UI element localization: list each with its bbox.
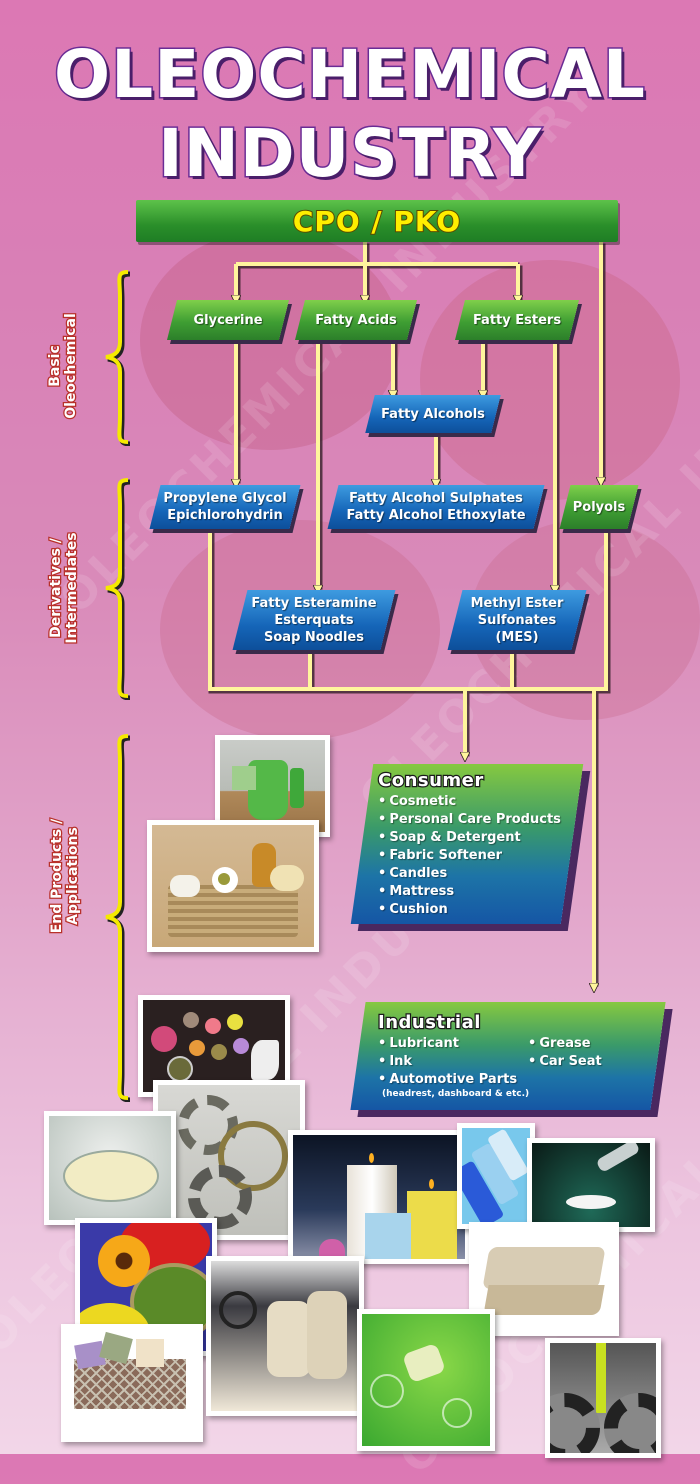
industrial-heading: Industrial	[377, 1011, 482, 1035]
node-label-line: (MES)	[495, 629, 539, 645]
industrial-item: Ink	[378, 1053, 528, 1071]
node-label: Fatty Acids	[315, 312, 397, 328]
stage-label-line: Basic	[46, 344, 65, 388]
brace-end-products-icon	[105, 734, 131, 1102]
node-label: Propylene Glycol Epichlorohydrin	[163, 490, 286, 524]
stage-label-line: Intermediates	[63, 531, 82, 645]
node-polyols: Polyols	[559, 485, 639, 529]
node-fatty-esteramine: Fatty Esteramine Esterquats Soap Noodles	[232, 590, 396, 650]
brace-basic-icon	[105, 270, 131, 446]
stage-label-line: Oleochemical	[62, 312, 81, 420]
node-label-line: Methyl Ester	[470, 595, 564, 611]
industrial-item: Lubricant	[378, 1035, 528, 1053]
node-label-line: Fatty Alcohol Sulphates	[349, 491, 523, 506]
industrial-item: Car Seat	[528, 1053, 648, 1071]
title-line-1: OLEOCHEMICAL	[53, 35, 647, 115]
soap-basket-photo	[61, 1324, 203, 1442]
consumer-item: Soap & Detergent	[378, 829, 572, 847]
pellets-pouring-photo	[527, 1138, 655, 1232]
flow-connectors	[208, 242, 611, 1454]
consumer-item: Personal Care Products	[378, 811, 572, 829]
stage-label-line: Derivatives /	[47, 537, 66, 639]
stage-label-derivatives: Derivatives / Intermediates	[47, 518, 82, 658]
consumer-item: Candles	[378, 865, 572, 883]
gears-lubricant-photo	[545, 1338, 661, 1458]
node-label-line: Propylene Glycol	[163, 491, 287, 506]
industrial-item: Grease	[528, 1035, 648, 1053]
node-glycerine: Glycerine	[167, 300, 289, 340]
consumer-item: Cushion	[378, 901, 572, 919]
node-label: Fatty Alcohol Sulphates Fatty Alcohol Et…	[346, 490, 525, 524]
consumer-panel: Consumer Cosmetic Personal Care Products…	[350, 764, 584, 924]
petri-dish-flakes-photo	[44, 1111, 176, 1225]
node-label: Fatty Esteramine Esterquats Soap Noodles	[251, 595, 376, 646]
green-liquid-photo	[357, 1309, 495, 1451]
node-methyl-ester-sulfonates: Methyl Ester Sulfonates (MES)	[447, 590, 587, 650]
node-propylene-glycol: Propylene Glycol Epichlorohydrin	[149, 485, 301, 529]
node-label-line: Fatty Alcohol Ethoxylate	[346, 508, 526, 523]
stage-label-line: End Products /	[48, 818, 67, 935]
node-label: Fatty Esters	[472, 312, 562, 328]
gears-oil-photo	[153, 1080, 305, 1240]
car-seat-photo	[206, 1256, 364, 1416]
source-cpo-pko: CPO / PKO	[136, 200, 618, 242]
spa-basket-photo	[147, 820, 319, 952]
consumer-heading: Consumer	[377, 769, 485, 793]
stage-label-end-products: End Products / Applications	[48, 801, 83, 951]
industrial-note: (headrest, dashboard & etc.)	[382, 1089, 530, 1099]
title-line-2: INDUSTRY	[157, 114, 543, 194]
consumer-item: Mattress	[378, 883, 572, 901]
candles-photo	[288, 1130, 470, 1264]
brace-derivatives-icon	[105, 478, 131, 700]
consumer-item: Cosmetic	[378, 793, 572, 811]
node-fatty-esters: Fatty Esters	[455, 300, 579, 340]
industrial-list: Lubricant Grease Ink Car Seat Automotive…	[378, 1035, 658, 1089]
node-label-line: Soap Noodles	[264, 629, 364, 645]
node-label-line: Epichlorohydrin	[167, 508, 283, 523]
consumer-list: Cosmetic Personal Care Products Soap & D…	[378, 793, 572, 919]
stage-label-line: Applications	[64, 826, 83, 926]
node-label-line: Fatty Esteramine	[251, 595, 377, 611]
node-fatty-alcohol-derivatives: Fatty Alcohol Sulphates Fatty Alcohol Et…	[327, 485, 545, 529]
blue-bottles-photo	[457, 1123, 535, 1229]
node-fatty-alcohols: Fatty Alcohols	[365, 395, 501, 433]
node-label: Fatty Alcohols	[381, 406, 485, 422]
industrial-item: Automotive Parts	[378, 1071, 648, 1089]
node-label: Polyols	[572, 499, 626, 515]
node-fatty-acids: Fatty Acids	[295, 300, 417, 340]
node-label-line: Esterquats	[274, 612, 354, 628]
node-label: Glycerine	[193, 312, 263, 328]
industrial-panel: Industrial Lubricant Grease Ink Car Seat…	[350, 1002, 666, 1110]
connector	[208, 530, 608, 691]
node-label-line: Sulfonates	[477, 612, 557, 628]
stage-label-basic: Basic Oleochemical	[46, 311, 81, 421]
consumer-item: Fabric Softener	[378, 847, 572, 865]
node-label: Methyl Ester Sulfonates (MES)	[471, 595, 564, 646]
source-label: CPO / PKO	[292, 204, 462, 239]
